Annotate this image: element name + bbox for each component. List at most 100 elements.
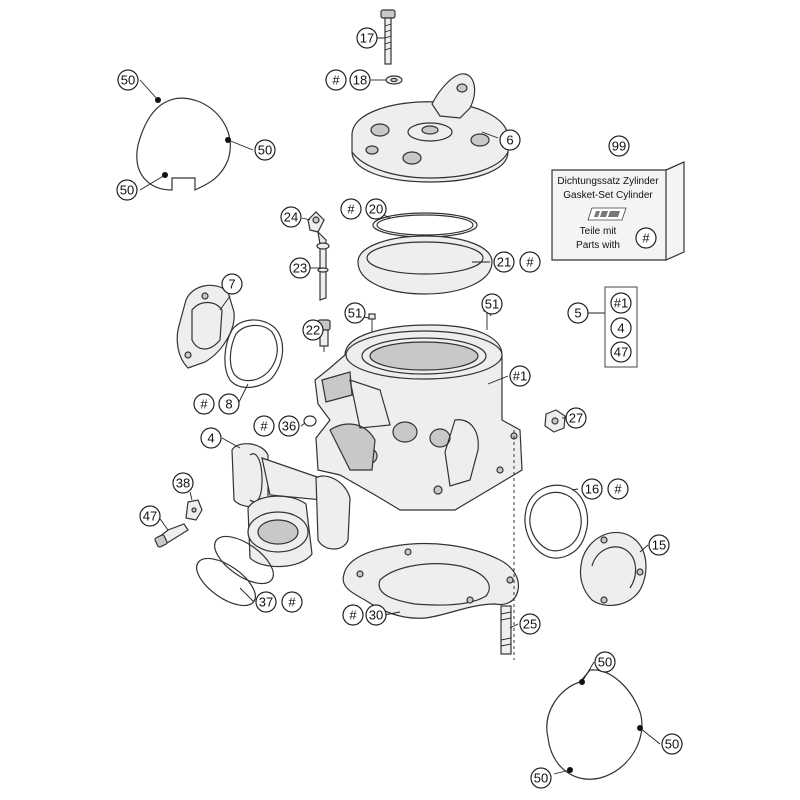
svg-text:20: 20 [369,202,383,217]
callout-5-4[interactable]: 4 [610,317,632,339]
svg-text:47: 47 [143,509,157,524]
bolt-17 [380,9,396,65]
callout-1[interactable]: #1 [509,365,531,387]
callout-18[interactable]: 18 [349,69,371,91]
gasket-set-parts-de: Teile mit [580,226,617,237]
callout-50-top-right[interactable]: 50 [254,139,276,161]
callout-23[interactable]: 23 [289,257,311,279]
callout-25[interactable]: 25 [519,613,541,635]
washer-18 [385,75,403,85]
svg-text:15: 15 [652,538,666,553]
cylinder-head-6 [351,73,509,183]
callout-20-hash[interactable]: # [340,198,362,220]
svg-text:50: 50 [121,73,135,88]
gasket-bottom-right [546,669,643,780]
svg-text:18: 18 [353,73,367,88]
svg-text:99: 99 [612,139,626,154]
callout-4[interactable]: 4 [200,427,222,449]
svg-text:#: # [526,255,534,270]
callout-50-mid-left[interactable]: 50 [116,179,138,201]
callout-20[interactable]: 20 [365,198,387,220]
svg-text:37: 37 [259,595,273,610]
callout-15[interactable]: 15 [648,534,670,556]
svg-text:#1: #1 [513,369,527,384]
callout-5-47[interactable]: 47 [610,341,632,363]
svg-text:17: 17 [360,31,374,46]
svg-text:51: 51 [485,297,499,312]
callout-5-hash1[interactable]: #1 [610,292,632,314]
svg-text:#: # [260,419,268,434]
callout-50-bottom-right[interactable]: 50 [661,733,683,755]
banjo-fitting-24 [307,211,325,233]
svg-text:47: 47 [614,345,628,360]
svg-text:#: # [642,231,650,246]
callout-50-bottom-left[interactable]: 50 [530,767,552,789]
svg-text:51: 51 [348,306,362,321]
bolt-47 [154,523,189,548]
callout-17[interactable]: 17 [356,27,378,49]
callout-38[interactable]: 38 [172,472,194,494]
cylinder-1 [314,324,523,511]
svg-text:#: # [332,73,340,88]
gasket-top-left [136,97,231,191]
intake-boot [247,495,313,568]
callout-51-right[interactable]: 51 [481,293,503,315]
svg-text:30: 30 [369,608,383,623]
callout-30-hash[interactable]: # [342,604,364,626]
callout-99[interactable]: 99 [608,135,630,157]
callout-6[interactable]: 6 [499,129,521,151]
callout-7[interactable]: 7 [221,273,243,295]
callout-37-hash[interactable]: # [281,591,303,613]
callout-36-hash[interactable]: # [253,415,275,437]
svg-text:24: 24 [284,210,298,225]
callout-21[interactable]: 21 [493,251,515,273]
svg-text:50: 50 [534,771,548,786]
svg-text:22: 22 [306,323,320,338]
callout-27[interactable]: 27 [565,407,587,429]
svg-text:50: 50 [120,183,134,198]
callout-37[interactable]: 37 [255,591,277,613]
cover-7 [176,284,235,369]
callout-50-bottom-top[interactable]: 50 [594,651,616,673]
callout-51-left[interactable]: 51 [344,302,366,324]
callout-30[interactable]: 30 [365,604,387,626]
callout-22[interactable]: 22 [302,319,324,341]
svg-text:#: # [349,608,357,623]
svg-text:25: 25 [523,617,537,632]
svg-text:50: 50 [598,655,612,670]
callout-16-hash[interactable]: # [607,478,629,500]
callout-24[interactable]: 24 [280,206,302,228]
svg-text:#1: #1 [614,296,628,311]
callout-8[interactable]: 8 [218,393,240,415]
svg-text:23: 23 [293,261,307,276]
svg-text:21: 21 [497,255,511,270]
callout-50-top-left[interactable]: 50 [117,69,139,91]
gasket-set-symbol: # [635,227,657,249]
svg-text:5: 5 [574,306,581,321]
gasket-set-title-de: Dichtungssatz Zylinder [557,176,659,187]
svg-text:#: # [288,595,296,610]
callout-47[interactable]: 47 [139,505,161,527]
callout-5[interactable]: 5 [567,302,589,324]
gasket-16 [524,484,589,559]
svg-text:4: 4 [617,321,624,336]
callout-36[interactable]: 36 [278,415,300,437]
gasket-set-box: Dichtungssatz Zylinder Gasket-Set Cylind… [551,161,685,261]
o-ring-36 [303,415,317,427]
svg-text:50: 50 [258,143,272,158]
gasket-8 [224,319,284,388]
callout-8-hash[interactable]: # [193,393,215,415]
stud-25 [500,605,512,655]
callout-21-hash[interactable]: # [519,251,541,273]
gasket-set-parts-en: Parts with [576,240,620,251]
svg-text:38: 38 [176,476,190,491]
svg-text:6: 6 [506,133,513,148]
svg-text:27: 27 [569,411,583,426]
svg-text:36: 36 [282,419,296,434]
svg-text:8: 8 [225,397,232,412]
gasket-leader-dots [155,97,643,773]
ktm-logo [587,207,627,221]
callout-18-hash[interactable]: # [325,69,347,91]
callout-16[interactable]: 16 [581,478,603,500]
